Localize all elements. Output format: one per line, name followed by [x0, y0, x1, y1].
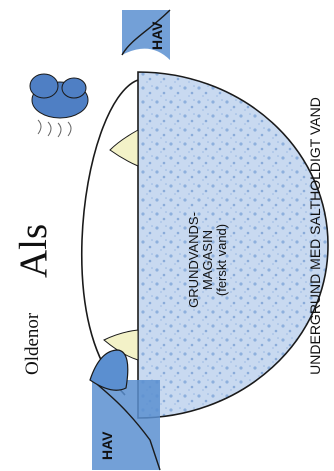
label-oldenor: Oldenor: [22, 312, 43, 375]
label-hav-right: HAV: [149, 21, 165, 50]
label-hav-left: HAV: [99, 431, 115, 460]
label-undergrund: UNDERGRUND MED SALTHOLDIGT VAND: [307, 97, 323, 375]
label-als: Als: [12, 224, 55, 278]
label-magasin-line2: MAGASIN: [200, 230, 215, 290]
oldenor-inlet: [90, 350, 128, 390]
label-magasin-line1: GRUNDVANDS-: [186, 212, 201, 308]
rain-cloud-icon: [30, 74, 88, 137]
freshwater-magazine: [138, 72, 328, 418]
right-lens-strip: [110, 130, 138, 166]
label-magasin-line3: (ferskt vand): [214, 224, 229, 296]
